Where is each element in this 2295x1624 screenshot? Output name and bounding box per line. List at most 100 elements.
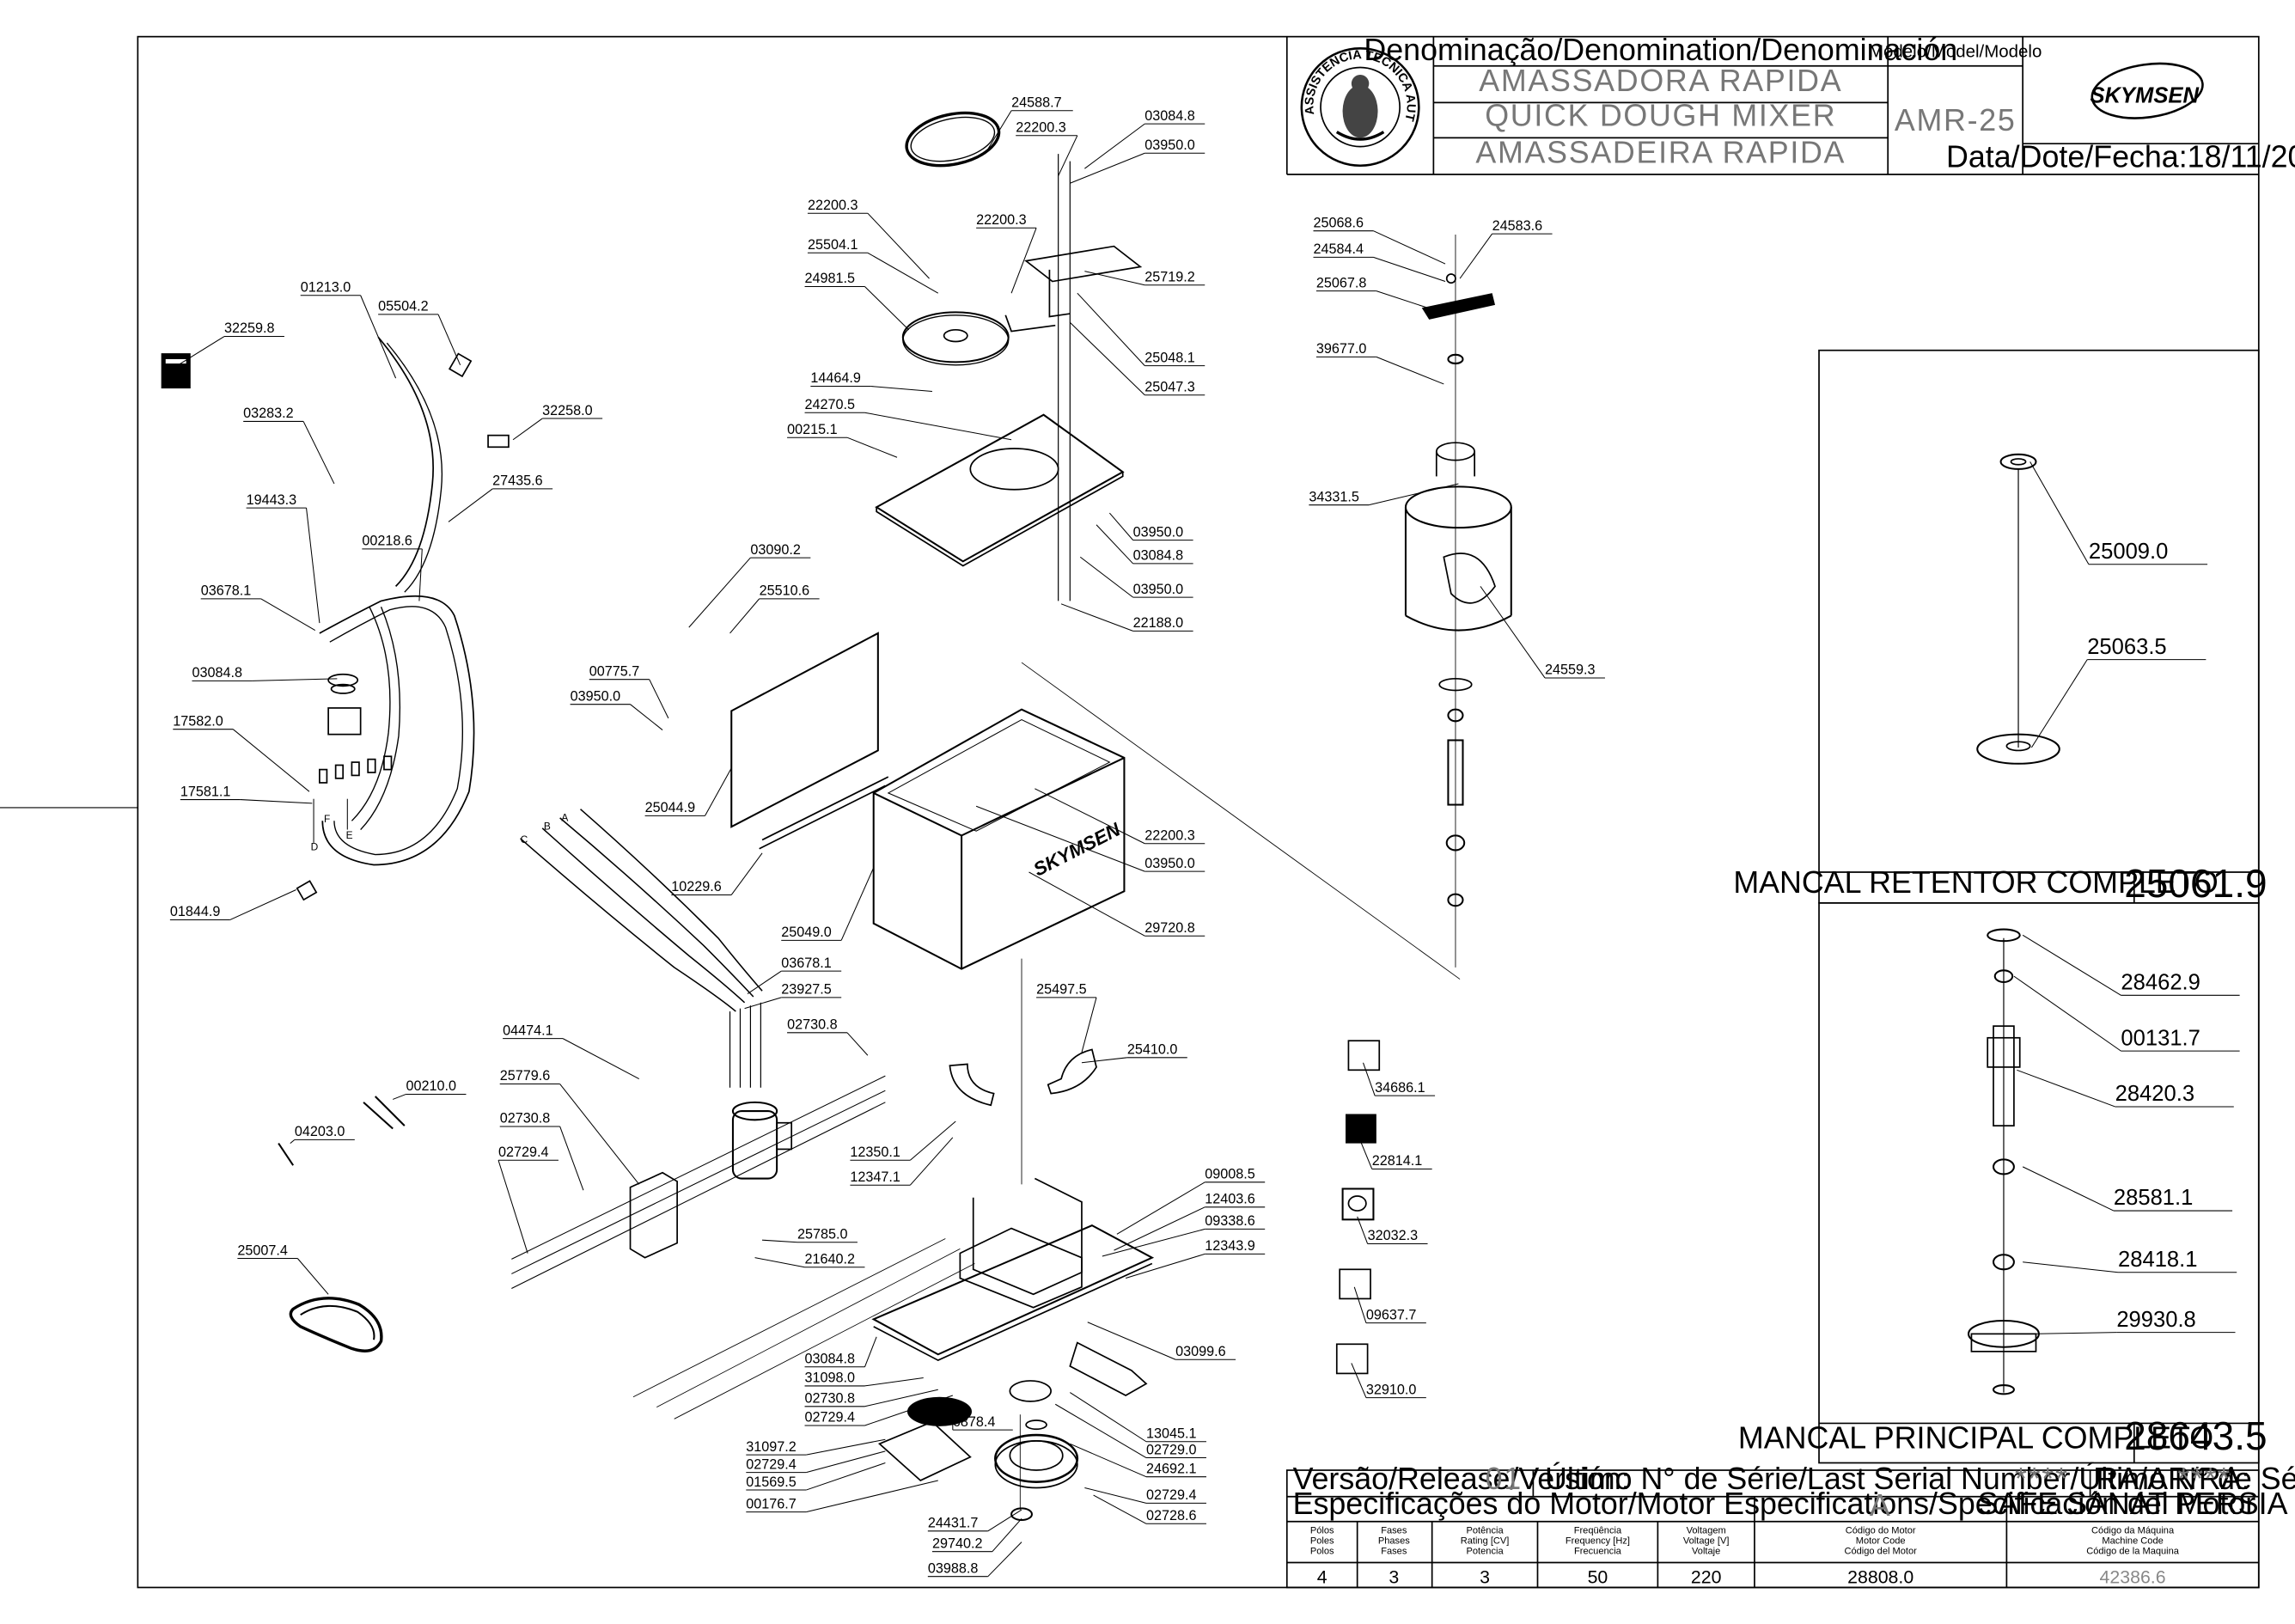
part-number-label: 12347.1	[850, 1169, 900, 1185]
motor-header-line: Phases	[1378, 1535, 1410, 1546]
part-number-label: 12343.9	[1205, 1238, 1255, 1254]
callout-leader	[1087, 1322, 1176, 1360]
part-number-label: 02730.8	[500, 1111, 551, 1126]
release-motor-table: Versão/Release/Versión: 01 Último N° de …	[1285, 1462, 2295, 1589]
part-number-label: 17581.1	[180, 784, 231, 799]
callout-leader	[175, 336, 225, 367]
callout-leader	[559, 1084, 640, 1185]
seal-bearing-label: MANCAL RETENTOR COMPLETO	[1733, 865, 2218, 900]
main-bearing-code: 28643.5	[2124, 1413, 2267, 1458]
part-number-label: 09008.5	[1205, 1167, 1255, 1182]
main-bearing-label: MANCAL PRINCIPAL COMPLETO	[1738, 1420, 2213, 1455]
callout-leader	[1069, 321, 1145, 396]
callout-leader	[975, 805, 1145, 872]
part-number-label: 24559.3	[1545, 662, 1596, 678]
callout-leader	[1363, 1062, 1376, 1096]
callout-leader	[747, 970, 782, 995]
callout-leader	[2030, 659, 2088, 748]
callout-leader	[1070, 1443, 1147, 1478]
callout-leader	[987, 1542, 1022, 1578]
part-number-label: 09637.7	[1366, 1307, 1417, 1322]
callout-leader	[1459, 233, 1493, 279]
authorized-service-seal: ASSISTÊNCIA TÉCNICA AUTORIZADA	[0, 0, 1420, 168]
part-number-label: 24981.5	[805, 271, 856, 286]
callout-leader	[1102, 1228, 1205, 1257]
motor-header-line: Motor Code	[1856, 1535, 1906, 1546]
denomination-header: Denominação/Denomination/Denominación	[1364, 33, 1957, 67]
part-number-label: 03950.0	[571, 688, 621, 704]
part-number-label: 25063.5	[2087, 635, 2166, 659]
part-number-label: 00218.6	[362, 534, 412, 549]
part-number-label: 02730.8	[787, 1017, 838, 1033]
part-number-label: 01569.5	[746, 1474, 797, 1490]
callout-leader	[867, 212, 930, 279]
callout-leader	[360, 295, 397, 379]
motor-headers: PólosPolesPolosFasesPhasesFasesPotênciaR…	[1310, 1525, 2180, 1556]
part-number-label: 25047.3	[1144, 379, 1195, 394]
part-number-label: 24584.4	[1313, 241, 1364, 257]
part-number-label: 24588.7	[1011, 95, 1062, 111]
callout-leader	[806, 1480, 938, 1513]
wire-letter: B	[544, 821, 551, 833]
part-number-label: 03090.2	[750, 542, 801, 558]
wire-letter: D	[311, 840, 319, 852]
callout-leader	[260, 598, 316, 631]
callout-leader	[1077, 292, 1145, 366]
motor-header-line: Voltaje	[1692, 1546, 1720, 1556]
part-number-label: 34686.1	[1375, 1080, 1425, 1096]
callout-leader	[1081, 1057, 1127, 1064]
callout-leader	[1376, 290, 1437, 312]
callout-leader	[1114, 1206, 1205, 1251]
callout-leader	[688, 557, 751, 628]
callout-leader	[1079, 556, 1133, 598]
callout-leader	[302, 421, 335, 485]
serial-label: Último N° de Série/Last Serial Number/Úl…	[1545, 1462, 2295, 1496]
part-number-label: 25497.5	[1036, 982, 1087, 998]
part-number-label: 03084.8	[805, 1351, 856, 1366]
part-number-label: 19443.3	[247, 492, 297, 508]
callout-leader	[806, 1450, 886, 1474]
callout-leader	[864, 1377, 924, 1387]
date: Data/Dote/Fecha:18/11/2011	[1946, 139, 2295, 174]
callout-leader	[1010, 228, 1037, 294]
callout-leader	[1070, 1392, 1147, 1443]
serial-value: ****	[2015, 1462, 2069, 1496]
part-number-label: 25719.2	[1144, 270, 1195, 285]
callout-leader	[1060, 603, 1133, 632]
part-number-label: 03988.8	[928, 1560, 979, 1576]
part-number-label: 04474.1	[503, 1023, 553, 1038]
callout-leader	[1359, 1139, 1373, 1169]
part-number-label: 25049.0	[781, 925, 832, 940]
part-number-label: 09338.6	[1205, 1213, 1255, 1229]
callout-leader	[1480, 586, 1546, 679]
motor-header-line: Pólos	[1310, 1525, 1334, 1535]
part-number-label: 03283.2	[243, 406, 294, 421]
callout-leader	[1054, 1403, 1147, 1458]
callout-leader	[559, 1126, 584, 1191]
callout-leader	[1084, 123, 1145, 169]
callout-leader	[630, 704, 663, 730]
part-number-label: 23927.5	[781, 982, 832, 998]
part-number-label: 31097.2	[746, 1439, 797, 1455]
motor-header-line: Fases	[1381, 1525, 1407, 1535]
part-number-label: 00210.0	[406, 1078, 457, 1094]
callout-leader	[306, 508, 320, 624]
callout-leader	[1373, 256, 1446, 283]
callout-leader	[867, 252, 939, 294]
part-number-label: 29740.2	[932, 1535, 983, 1551]
part-number-label: 02729.4	[805, 1410, 856, 1426]
callout-leader	[1084, 1487, 1147, 1504]
motor-value: 50	[1588, 1566, 1608, 1587]
part-number-label: 25048.1	[1144, 350, 1195, 365]
callout-leader	[2013, 975, 2121, 1052]
callout-leader	[512, 418, 543, 441]
callout-leader	[240, 799, 313, 804]
part-number-label: 22814.1	[1372, 1153, 1423, 1169]
callout-leader	[1108, 512, 1134, 540]
main-bearing-panel: MANCAL PRINCIPAL COMPLETO 28643.5	[1738, 901, 2268, 1464]
motor-header-line: Código del Motor	[1844, 1546, 1917, 1556]
motor-version: A	[1870, 1488, 1892, 1523]
part-number-label: 24270.5	[805, 397, 856, 412]
part-number-label: 34331.5	[1309, 489, 1359, 504]
